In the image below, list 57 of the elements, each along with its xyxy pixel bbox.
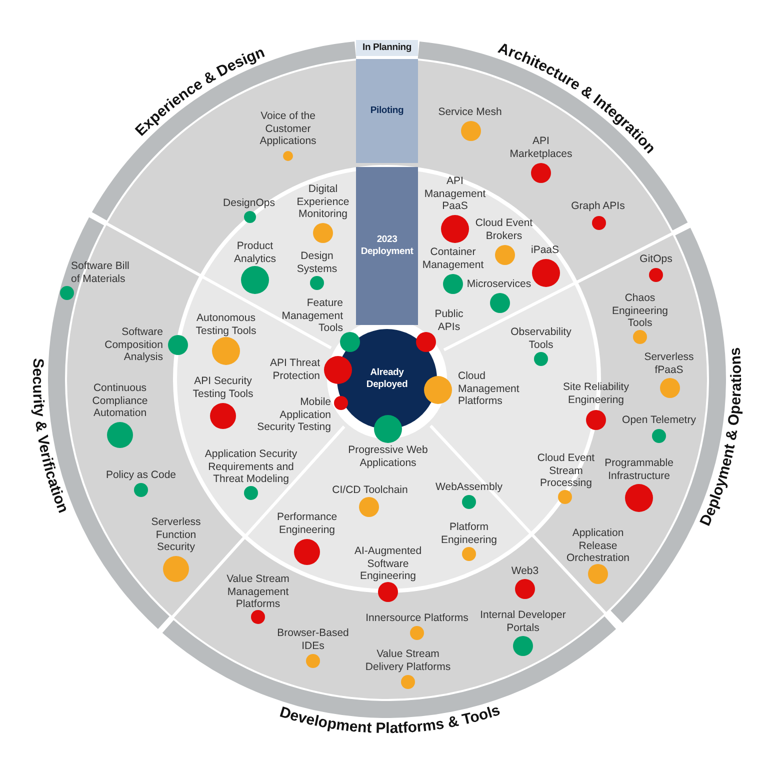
technology-label: Platform Engineering	[440, 521, 498, 546]
technology-label: Feature Management Tools	[280, 297, 343, 334]
technology-dot	[334, 396, 348, 410]
category-band	[418, 40, 688, 230]
technology-label: Site Reliability Engineering	[562, 381, 630, 406]
technology-label: Microservices	[466, 278, 532, 290]
technology-label: Chaos Engineering Tools	[611, 292, 669, 330]
technology-label: Public APIs	[434, 308, 464, 333]
technology-label: Web3	[510, 565, 540, 578]
stage-band	[356, 40, 418, 56]
technology-label: Application Release Orchestration	[566, 527, 630, 564]
technology-label: Performance Engineering	[276, 511, 338, 536]
stage-label: 2023 Deployment	[360, 234, 414, 258]
technology-label: Open Telemetry	[622, 414, 696, 426]
technology-label: API Threat Protection	[269, 357, 320, 382]
technology-label: Service Mesh	[438, 106, 502, 118]
technology-label: iPaaS	[530, 244, 560, 256]
technology-label: Voice of the Customer Applications	[259, 110, 317, 148]
technology-label: Autonomous Testing Tools	[195, 312, 257, 337]
technology-label: Policy as Code	[105, 469, 177, 482]
technology-label: DesignOps	[222, 197, 276, 210]
technology-dot	[244, 211, 256, 223]
stage-band	[356, 59, 418, 163]
technology-label: Software Composition Analysis	[104, 326, 163, 364]
stage-band	[356, 167, 418, 325]
technology-label: Cloud Management Platforms	[458, 370, 520, 408]
technology-label: Serverless fPaaS	[644, 351, 694, 376]
technology-label: Observability Tools	[510, 326, 572, 351]
technology-label: Application Security Requirements and Threat Modeling	[204, 448, 298, 486]
technology-label: Software Bill of Materials	[71, 260, 130, 285]
technology-label: Mobile Application Security Testing	[256, 396, 331, 434]
category-band	[92, 42, 356, 220]
technology-label: CI/CD Toolchain	[332, 484, 408, 496]
stage-label: In Planning	[362, 42, 412, 54]
technology-label: Value Stream Management Platforms	[226, 573, 290, 610]
technology-label: API Marketplaces	[509, 135, 573, 160]
technology-label: Serverless Function Security	[150, 516, 202, 554]
technology-label: AI-Augmented Software Engineering	[354, 545, 422, 582]
technology-label: Programmable Infrastructure	[604, 457, 674, 482]
stage-label: Piloting	[370, 105, 404, 117]
technology-label: Product Analytics	[233, 240, 277, 265]
stage-label: Already Deployed	[365, 367, 409, 391]
technology-label: Graph APIs	[570, 200, 626, 212]
technology-label: Internal Developer Portals	[480, 609, 566, 634]
technology-label: Progressive Web Applications	[348, 444, 428, 469]
technology-label: WebAssembly	[435, 481, 503, 494]
technology-label: Cloud Event Stream Processing	[536, 452, 596, 490]
technology-label: Container Management	[422, 246, 484, 271]
technology-label: API Management PaaS	[424, 175, 486, 212]
technology-label: Browser-Based IDEs	[276, 627, 350, 652]
technology-label: Digital Experience Monitoring	[296, 183, 350, 220]
technology-label: GitOps	[639, 253, 673, 266]
technology-label: Value Stream Delivery Platforms	[364, 648, 452, 673]
technology-label: Design Systems	[296, 250, 338, 275]
technology-label: API Security Testing Tools	[192, 375, 254, 400]
technology-label: Continuous Compliance Automation	[92, 382, 148, 420]
technology-label: Innersource Platforms	[365, 612, 469, 624]
